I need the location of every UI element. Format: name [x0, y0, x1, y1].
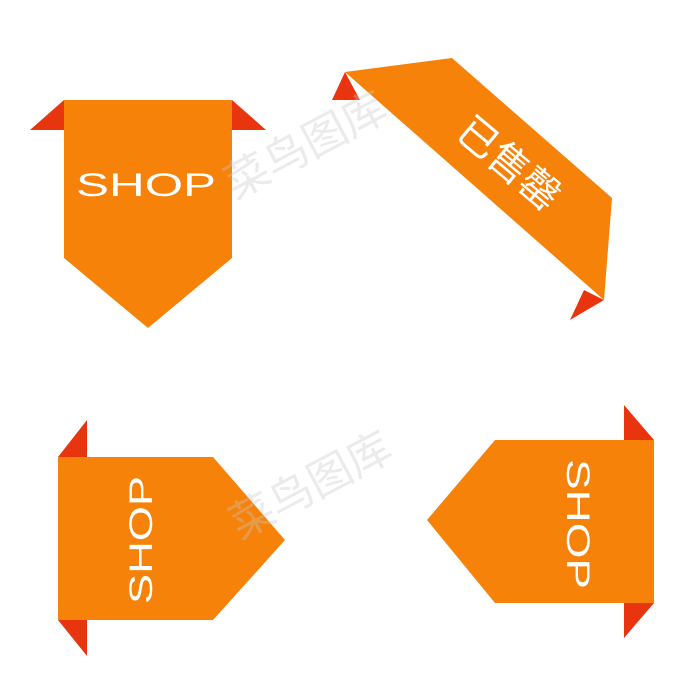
watermark-text: 菜鸟图库 [216, 82, 395, 210]
ribbon-label: SHOP [560, 459, 596, 589]
fold-bottom [570, 290, 604, 320]
ribbon-bottom-left: SHOP [58, 420, 285, 656]
watermark-text: 菜鸟图库 [221, 422, 400, 550]
ribbon-bottom-right: SHOP [427, 405, 654, 638]
fold-left [30, 100, 64, 130]
fold-top [624, 405, 654, 440]
watermark-group: 菜鸟图库 菜鸟图库 [216, 82, 400, 550]
ribbon-body [345, 58, 612, 300]
ribbon-body [427, 440, 654, 603]
ribbon-body [64, 100, 232, 328]
ribbon-top-left: SHOP [30, 100, 266, 328]
fold-right [232, 100, 266, 130]
fold-bottom [624, 603, 654, 638]
ribbon-label: SHOP [76, 167, 216, 203]
fold-top [58, 420, 87, 457]
fold-bottom [58, 620, 87, 656]
ribbon-body [58, 457, 285, 620]
ribbon-label: SHOP [123, 476, 159, 604]
fold-top [332, 72, 360, 100]
